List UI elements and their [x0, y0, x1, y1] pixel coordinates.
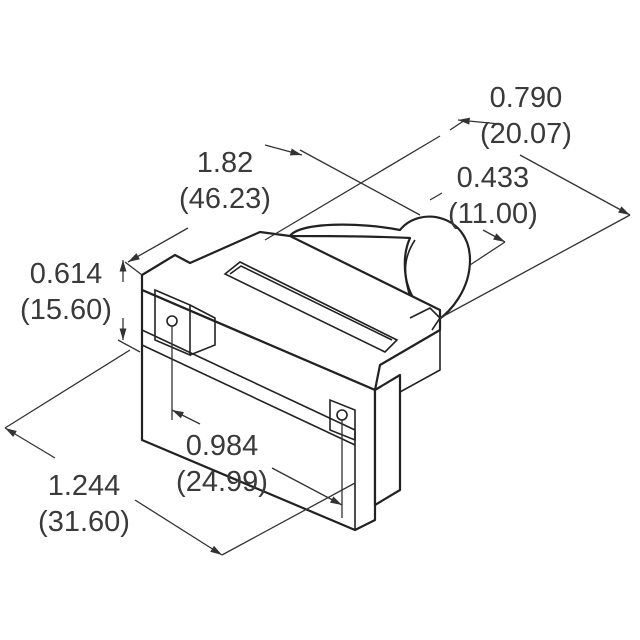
- dim-inch: 0.984: [185, 430, 259, 462]
- dim-mm: (31.60): [38, 506, 130, 538]
- dim-inch: 1.82: [196, 147, 254, 179]
- connector-body: [140, 230, 442, 532]
- dim-label-cable-depth: 0.433 (11.00): [448, 160, 538, 232]
- dim-label-height: 0.614 (15.60): [14, 256, 118, 328]
- dim-mm: (24.99): [176, 466, 268, 498]
- dim-label-depth-overall: 0.790 (20.07): [480, 80, 572, 152]
- dim-mm: (46.23): [179, 183, 271, 215]
- dim-inch: 0.790: [489, 82, 563, 114]
- dim-mm: (15.60): [20, 294, 112, 326]
- dim-inch: 1.244: [47, 470, 121, 502]
- dim-label-length-top: 1.82 (46.23): [170, 145, 280, 217]
- dimension-lines: [4, 117, 631, 556]
- dim-inch: 0.433: [456, 162, 530, 194]
- dim-inch: 0.614: [29, 258, 103, 290]
- dim-mm: (20.07): [480, 118, 572, 150]
- dim-label-mount-hole-spacing: 0.984 (24.99): [168, 428, 276, 500]
- dim-label-length-bottom: 1.244 (31.60): [30, 468, 138, 540]
- dim-mm: (11.00): [448, 198, 538, 230]
